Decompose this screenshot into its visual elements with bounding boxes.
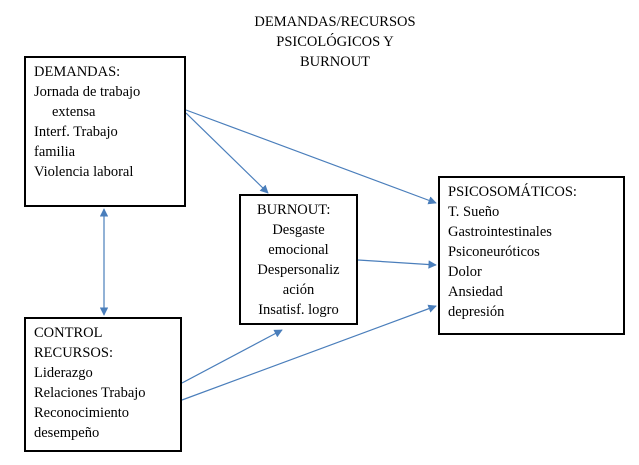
demandas-item: extensa bbox=[52, 104, 96, 120]
control-heading: RECURSOS: bbox=[34, 345, 113, 361]
psicosomaticos-item: T. Sueño bbox=[448, 204, 500, 220]
psicosomaticos-box: PSICOSOMÁTICOS: T. Sueño Gastrointestina… bbox=[438, 176, 625, 335]
burnout-item: Desgaste bbox=[272, 222, 325, 238]
arrow-control-to-psicosomaticos bbox=[181, 304, 437, 401]
arrow-demandas-to-burnout bbox=[185, 112, 269, 194]
psicosomaticos-item: Gastrointestinales bbox=[448, 224, 552, 240]
title-line-2: PSICOLÓGICOS Y bbox=[276, 34, 394, 50]
control-item: desempeño bbox=[34, 425, 100, 441]
demandas-item: familia bbox=[34, 144, 76, 160]
burnout-item: Despersonaliz bbox=[257, 262, 340, 278]
control-recursos-box: CONTROL RECURSOS: Liderazgo Relaciones T… bbox=[24, 317, 182, 452]
demandas-item: Violencia laboral bbox=[34, 164, 134, 180]
arrow-burnout-to-psicosomaticos bbox=[357, 259, 437, 269]
arrow-control-to-burnout bbox=[181, 329, 283, 384]
control-item: Relaciones Trabajo bbox=[34, 385, 146, 401]
demandas-item: Interf. Trabajo bbox=[34, 124, 118, 140]
demandas-heading: DEMANDAS: bbox=[34, 64, 121, 80]
psicosomaticos-item: Ansiedad bbox=[448, 284, 503, 300]
control-heading: CONTROL bbox=[34, 325, 103, 341]
psicosomaticos-item: Dolor bbox=[448, 264, 482, 280]
diagram-title: DEMANDAS/RECURSOS PSICOLÓGICOS Y BURNOUT bbox=[215, 12, 455, 72]
control-item: Reconocimiento bbox=[34, 405, 130, 421]
burnout-box: BURNOUT: Desgaste emocional Despersonali… bbox=[239, 194, 358, 325]
burnout-item: ación bbox=[282, 282, 315, 298]
psicosomaticos-item: Psiconeuróticos bbox=[448, 244, 540, 260]
control-item: Liderazgo bbox=[34, 365, 93, 381]
burnout-heading: BURNOUT: bbox=[257, 202, 331, 218]
title-line-3: BURNOUT bbox=[299, 54, 371, 70]
burnout-item: Insatisf. logro bbox=[258, 302, 339, 318]
title-line-1: DEMANDAS/RECURSOS bbox=[254, 14, 416, 30]
psicosomaticos-heading: PSICOSOMÁTICOS: bbox=[448, 184, 577, 200]
burnout-item: emocional bbox=[268, 242, 329, 258]
demandas-box: DEMANDAS: Jornada de trabajo extensa Int… bbox=[24, 56, 186, 207]
demandas-item: Jornada de trabajo bbox=[34, 84, 141, 100]
arrow-demandas-to-psicosomaticos bbox=[185, 109, 437, 205]
psicosomaticos-item: depresión bbox=[448, 304, 505, 320]
